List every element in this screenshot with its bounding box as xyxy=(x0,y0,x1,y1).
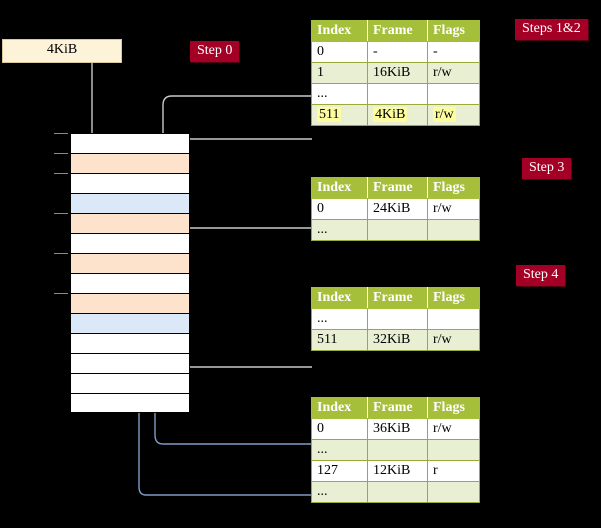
memory-frame-row xyxy=(70,153,190,173)
table-cell-frame xyxy=(367,439,428,461)
memory-frame-row xyxy=(70,193,190,213)
table-cell-flags: r/w xyxy=(427,198,480,220)
cr3-label: 4KiB xyxy=(46,42,78,57)
memory-frame-row xyxy=(70,333,190,353)
table-cell-flags: r/w xyxy=(427,104,480,126)
table-cell-flags xyxy=(427,83,480,105)
column-header-index: Index xyxy=(311,20,368,42)
table-row: ... xyxy=(311,481,480,503)
steps-1-2-badge: Steps 1&2 xyxy=(515,19,588,40)
memory-frame-tick xyxy=(54,173,68,174)
memory-frame-tick xyxy=(54,253,68,254)
table-cell-index: 0 xyxy=(311,41,368,63)
table-cell-index: ... xyxy=(311,439,368,461)
highlighted-value: 511 xyxy=(317,107,342,122)
memory-frame-row xyxy=(70,253,190,273)
memory-frame-row xyxy=(70,213,190,233)
table-cell-flags xyxy=(427,219,480,241)
column-header-frame: Frame xyxy=(367,177,428,199)
table-cell-flags: r/w xyxy=(427,418,480,440)
table-row: 511 4KiB r/w xyxy=(311,104,480,126)
table-cell-flags xyxy=(427,439,480,461)
table-cell-index: 127 xyxy=(311,460,368,482)
memory-frame-row xyxy=(70,133,190,153)
table-row: 0-- xyxy=(311,41,480,63)
table-row: ... xyxy=(311,219,480,241)
table-cell-frame: 24KiB xyxy=(367,198,428,220)
table-cell-frame xyxy=(367,481,428,503)
memory-frame-row xyxy=(70,173,190,193)
table-cell-index: 511 xyxy=(311,329,368,351)
memory-frame-row xyxy=(70,373,190,393)
step-4-badge: Step 4 xyxy=(516,265,566,286)
table-cell-frame xyxy=(367,83,428,105)
table-cell-flags: r xyxy=(427,460,480,482)
memory-frame-row xyxy=(70,293,190,313)
table-cell-frame: 16KiB xyxy=(367,62,428,84)
column-header-flags: Flags xyxy=(427,397,480,419)
memory-frame-tick xyxy=(54,133,68,134)
table-cell-frame: 12KiB xyxy=(367,460,428,482)
memory-frame-row xyxy=(70,353,190,373)
memory-frame-tick xyxy=(54,153,68,154)
column-header-frame: Frame xyxy=(367,287,428,309)
memory-frame-row xyxy=(70,393,190,413)
memory-frame-row xyxy=(70,273,190,293)
column-header-index: Index xyxy=(311,177,368,199)
table-cell-index: 0 xyxy=(311,418,368,440)
table-row: ... xyxy=(311,83,480,105)
table-cell-index: ... xyxy=(311,83,368,105)
column-header-flags: Flags xyxy=(427,287,480,309)
table-cell-flags: - xyxy=(427,41,480,63)
table-cell-index: ... xyxy=(311,481,368,503)
step-3-badge: Step 3 xyxy=(522,158,572,179)
table-cell-frame xyxy=(367,219,428,241)
column-header-index: Index xyxy=(311,397,368,419)
highlighted-value: r/w xyxy=(433,107,456,122)
step-0-badge: Step 0 xyxy=(190,41,240,62)
table-cell-flags xyxy=(427,481,480,503)
table-cell-frame: - xyxy=(367,41,428,63)
column-header-flags: Flags xyxy=(427,20,480,42)
table-cell-flags: r/w xyxy=(427,62,480,84)
column-header-frame: Frame xyxy=(367,20,428,42)
connector-step4 xyxy=(175,312,312,368)
memory-frame-tick xyxy=(54,293,68,294)
table-row: ... xyxy=(311,308,480,330)
table-cell-frame: 32KiB xyxy=(367,329,428,351)
table-cell-index: ... xyxy=(311,308,368,330)
table-row: ... xyxy=(311,439,480,461)
table-cell-index: 511 xyxy=(311,104,368,126)
memory-frame-row xyxy=(70,313,190,333)
highlighted-value: 4KiB xyxy=(373,107,408,122)
table-cell-flags xyxy=(427,308,480,330)
table-cell-frame: 36KiB xyxy=(367,418,428,440)
table-cell-frame xyxy=(367,308,428,330)
column-header-index: Index xyxy=(311,287,368,309)
table-cell-index: 0 xyxy=(311,198,368,220)
memory-frame-row xyxy=(70,233,190,253)
connector-step3 xyxy=(175,227,312,293)
cr3-frame-box: 4KiB xyxy=(2,39,122,63)
table-cell-flags: r/w xyxy=(427,329,480,351)
column-header-flags: Flags xyxy=(427,177,480,199)
table-cell-index: ... xyxy=(311,219,368,241)
table-cell-index: 1 xyxy=(311,62,368,84)
column-header-frame: Frame xyxy=(367,397,428,419)
memory-frame-tick xyxy=(54,213,68,214)
table-cell-frame: 4KiB xyxy=(367,104,428,126)
physical-memory-column xyxy=(54,133,190,413)
